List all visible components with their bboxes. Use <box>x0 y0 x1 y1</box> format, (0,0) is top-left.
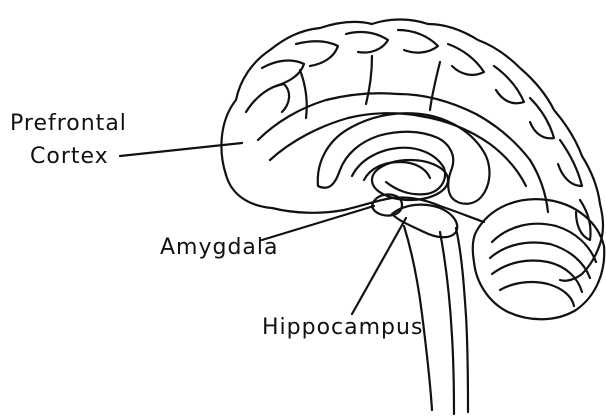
brainstem-inner <box>440 232 454 414</box>
gyrus-fold <box>246 84 289 112</box>
sulcus <box>270 113 420 160</box>
label-prefrontal-line2: Cortex <box>30 144 109 170</box>
gyrus-fold <box>494 66 524 103</box>
gyrus-fold <box>398 30 438 53</box>
cerebellum-fold <box>500 282 574 306</box>
brainstem <box>456 228 468 412</box>
fornix <box>352 148 445 195</box>
amygdala-leader-line <box>262 206 374 240</box>
sulcus <box>366 56 372 104</box>
corpus-callosum <box>318 113 490 203</box>
hippocampus-leader-line <box>352 218 406 314</box>
sulcus <box>430 62 440 110</box>
gyrus-fold <box>448 44 484 75</box>
label-amygdala: Amygdala <box>160 235 279 261</box>
cerebellum-outline <box>473 199 605 319</box>
cortex-outline <box>221 20 603 281</box>
amygdala-structure <box>372 194 402 215</box>
fornix-inner <box>364 162 430 180</box>
label-prefrontal-line1: Prefrontal <box>10 111 127 137</box>
label-hippocampus: Hippocampus <box>262 315 423 341</box>
gyrus-fold <box>346 32 388 53</box>
sulcus <box>420 116 526 186</box>
prefrontal-leader-line <box>120 143 242 156</box>
sulcus <box>530 160 548 212</box>
gyrus-fold <box>262 61 304 86</box>
temporal-lobe-outline <box>226 175 484 222</box>
